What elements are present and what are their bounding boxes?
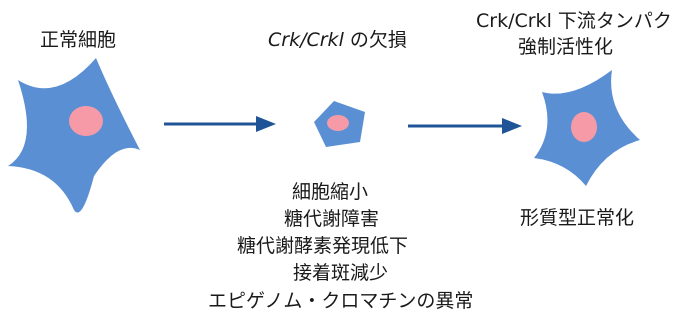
arrow-to-deficient xyxy=(164,116,276,132)
phenotype-4: 接着斑減少 xyxy=(293,262,389,284)
phenotype-1: 細胞縮小 xyxy=(292,181,369,203)
activation-label-line2: 強制活性化 xyxy=(518,36,614,58)
normal-cell xyxy=(8,58,140,213)
phenotype-2: 糖代謝障害 xyxy=(284,208,380,230)
activated-cell xyxy=(534,70,640,186)
phenotype-5: エピゲノム・クロマチンの異常 xyxy=(208,290,474,312)
phenotype-3: 糖代謝酵素発現低下 xyxy=(237,235,409,257)
rescue-label: 形質型正常化 xyxy=(520,207,635,229)
activation-label-line1: Crk/Crkl 下流タンパク xyxy=(476,10,672,32)
deficiency-label-gene: Crk/Crkl xyxy=(268,29,344,51)
normal-cell-nucleus xyxy=(69,106,103,136)
normal-cell-label: 正常細胞 xyxy=(40,29,117,51)
deficiency-label-text: の欠損 xyxy=(343,29,407,51)
arrow-to-activated xyxy=(408,118,522,134)
deficient-cell-nucleus xyxy=(327,115,349,131)
deficient-cell xyxy=(314,101,365,147)
deficiency-label: Crk/Crkl の欠損 xyxy=(268,28,407,52)
activated-cell-nucleus xyxy=(571,112,597,142)
normal-cell-body xyxy=(8,58,140,213)
